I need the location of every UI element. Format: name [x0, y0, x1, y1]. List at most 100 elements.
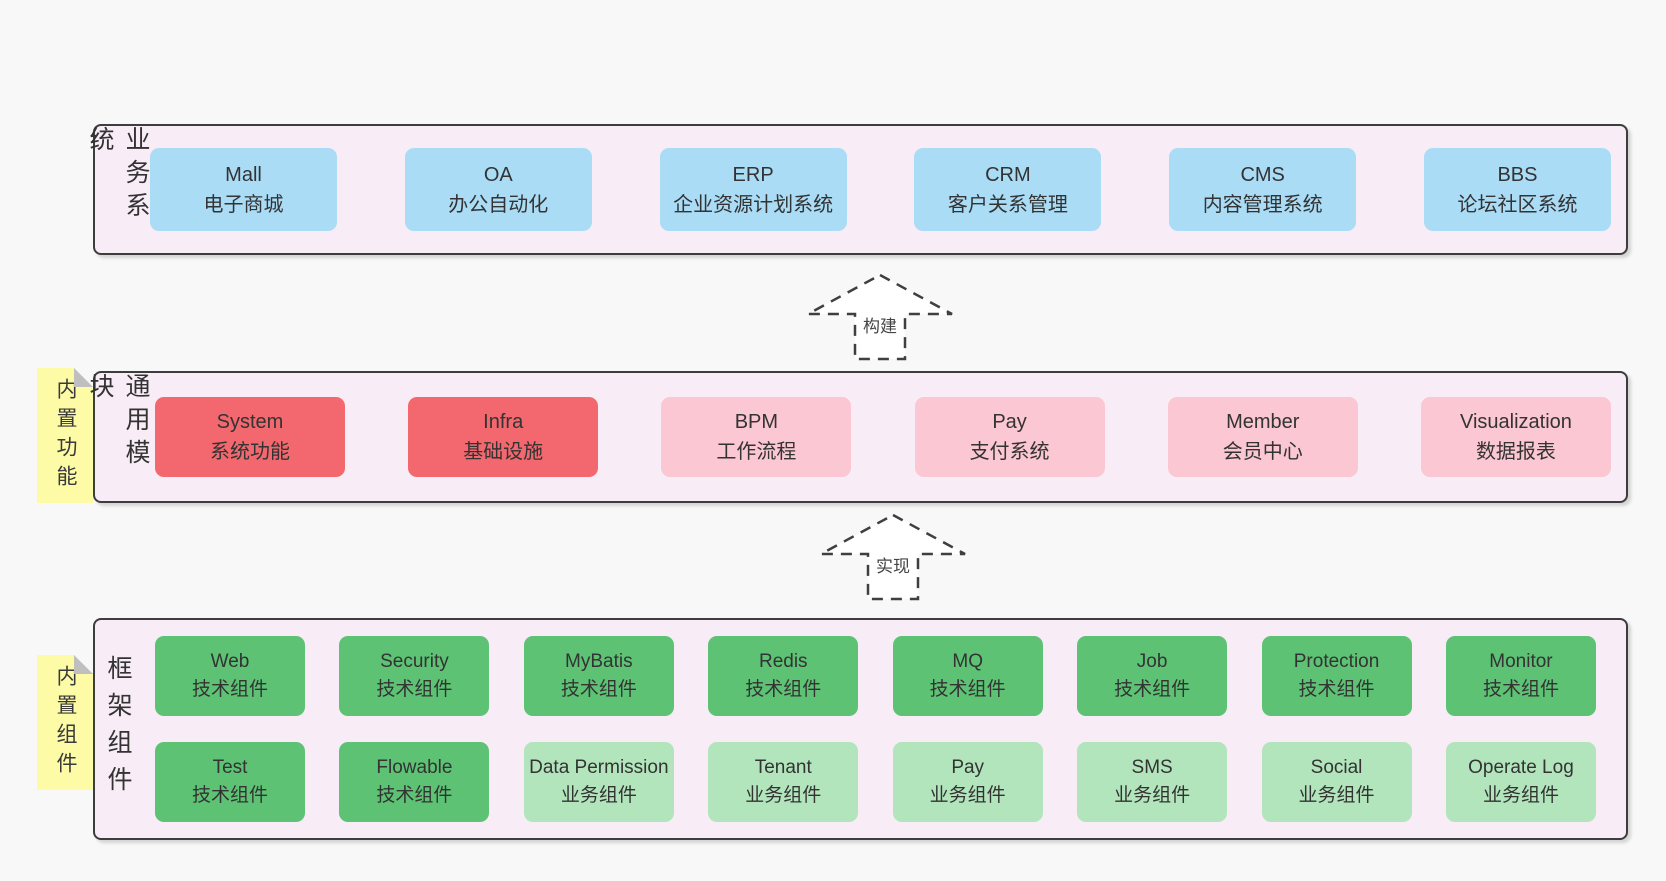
box-subtitle: 技术组件: [1114, 679, 1191, 700]
box-test: Test 技术组件: [155, 742, 305, 822]
common-modules-boxes: System 系统功能 Infra 基础设施 BPM 工作流程 Pay 支付系统…: [141, 373, 1626, 501]
framework-row-1: Web 技术组件 Security 技术组件 MyBatis 技术组件 Redi…: [155, 636, 1596, 716]
box-job: Job 技术组件: [1077, 636, 1228, 716]
box-subtitle: 技术组件: [191, 785, 268, 806]
box-name: ERP: [732, 163, 774, 186]
box-subtitle: 业务组件: [1114, 785, 1191, 806]
box-security: Security 技术组件: [339, 636, 490, 716]
box-subtitle: 企业资源计划系统: [673, 193, 834, 216]
box-name: Security: [380, 651, 449, 672]
box-pay-biz: Pay 业务组件: [892, 742, 1043, 822]
band-label: 业务系统: [86, 126, 150, 225]
box-subtitle: 技术组件: [560, 679, 637, 700]
folded-corner-icon: [74, 655, 93, 674]
box-infra: Infra 基础设施: [408, 397, 599, 477]
box-operate-log: Operate Log 业务组件: [1445, 742, 1596, 822]
note-builtin-components: 内置组件: [37, 655, 93, 790]
box-subtitle: 业务组件: [929, 785, 1006, 806]
box-subtitle: 论坛社区系统: [1457, 193, 1578, 216]
box-subtitle: 技术组件: [1482, 679, 1559, 700]
box-sms: SMS 业务组件: [1077, 742, 1228, 822]
framework-row-2: Test 技术组件 Flowable 技术组件 Data Permission …: [155, 742, 1596, 822]
box-name: SMS: [1131, 757, 1173, 778]
box-name: System: [216, 411, 284, 433]
band-label: 框架组件: [104, 655, 132, 803]
box-visualization: Visualization 数据报表: [1420, 397, 1611, 477]
box-erp: ERP 企业资源计划系统: [659, 148, 847, 231]
box-mybatis: MyBatis 技术组件: [523, 636, 674, 716]
box-subtitle: 技术组件: [376, 679, 453, 700]
box-subtitle: 技术组件: [191, 679, 268, 700]
box-subtitle: 数据报表: [1475, 441, 1556, 463]
box-name: Pay: [992, 411, 1027, 433]
box-name: Monitor: [1489, 651, 1553, 672]
band-label: 通用模块: [86, 373, 150, 472]
box-tenant: Tenant 业务组件: [708, 742, 859, 822]
box-subtitle: 内容管理系统: [1202, 193, 1323, 216]
box-name: BBS: [1497, 163, 1538, 186]
box-subtitle: 业务组件: [745, 785, 822, 806]
box-data-permission: Data Permission 业务组件: [523, 742, 674, 822]
box-name: MyBatis: [565, 651, 633, 672]
arrow-label: 构建: [805, 312, 955, 337]
box-crm: CRM 客户关系管理: [914, 148, 1102, 231]
box-subtitle: 业务组件: [1298, 785, 1375, 806]
box-member: Member 会员中心: [1167, 397, 1358, 477]
box-pay: Pay 支付系统: [914, 397, 1105, 477]
box-monitor: Monitor 技术组件: [1445, 636, 1596, 716]
box-name: Visualization: [1459, 411, 1572, 433]
band-framework-components: 框架组件 Web 技术组件 Security 技术组件 MyBatis 技术组件…: [93, 618, 1628, 840]
band-common-modules: 通用模块 System 系统功能 Infra 基础设施 BPM 工作流程 Pay…: [86, 371, 1628, 503]
box-subtitle: 业务组件: [560, 785, 637, 806]
box-subtitle: 业务组件: [1482, 785, 1559, 806]
box-subtitle: 基础设施: [463, 441, 544, 463]
box-name: Data Permission: [529, 757, 669, 778]
box-bpm: BPM 工作流程: [661, 397, 852, 477]
box-redis: Redis 技术组件: [708, 636, 859, 716]
box-subtitle: 系统功能: [210, 441, 290, 463]
box-name: CRM: [985, 163, 1031, 186]
framework-components-rows: Web 技术组件 Security 技术组件 MyBatis 技术组件 Redi…: [141, 620, 1626, 838]
box-cms: CMS 内容管理系统: [1169, 148, 1357, 231]
box-name: Operate Log: [1468, 757, 1574, 778]
folded-corner-icon: [74, 368, 93, 387]
box-subtitle: 工作流程: [716, 441, 797, 463]
box-name: CMS: [1240, 163, 1285, 186]
box-name: Mall: [225, 163, 262, 186]
box-mall: Mall 电子商城: [150, 148, 337, 231]
box-name: Member: [1226, 411, 1300, 433]
box-name: Protection: [1293, 651, 1380, 672]
box-name: Social: [1310, 757, 1363, 778]
arrow-label: 实现: [818, 552, 968, 577]
box-social: Social 业务组件: [1261, 742, 1412, 822]
box-subtitle: 会员中心: [1222, 441, 1303, 463]
box-name: BPM: [734, 411, 779, 433]
box-flowable: Flowable 技术组件: [339, 742, 490, 822]
box-bbs: BBS 论坛社区系统: [1423, 148, 1611, 231]
business-systems-boxes: Mall 电子商城 OA 办公自动化 ERP 企业资源计划系统 CRM 客户关系…: [141, 126, 1626, 253]
box-name: Infra: [483, 411, 524, 433]
build-arrow: 构建: [805, 272, 955, 362]
implement-arrow: 实现: [818, 512, 968, 602]
box-mq: MQ 技术组件: [892, 636, 1043, 716]
box-web: Web 技术组件: [155, 636, 305, 716]
box-name: Job: [1136, 651, 1168, 672]
box-system: System 系统功能: [155, 397, 345, 477]
box-subtitle: 技术组件: [929, 679, 1006, 700]
box-subtitle: 支付系统: [969, 441, 1050, 463]
box-subtitle: 技术组件: [745, 679, 822, 700]
note-text: 内置功能: [54, 377, 77, 494]
box-protection: Protection 技术组件: [1261, 636, 1412, 716]
box-name: Web: [210, 651, 250, 672]
box-subtitle: 客户关系管理: [947, 193, 1068, 216]
band-business-systems: 业务系统 Mall 电子商城 OA 办公自动化 ERP 企业资源计划系统 CRM…: [86, 124, 1628, 255]
box-subtitle: 电子商城: [203, 193, 284, 216]
box-name: MQ: [952, 651, 983, 672]
box-name: Redis: [758, 651, 808, 672]
box-subtitle: 办公自动化: [448, 193, 549, 216]
box-name: Pay: [951, 757, 985, 778]
box-subtitle: 技术组件: [376, 785, 453, 806]
box-name: Tenant: [754, 757, 812, 778]
box-subtitle: 技术组件: [1298, 679, 1375, 700]
